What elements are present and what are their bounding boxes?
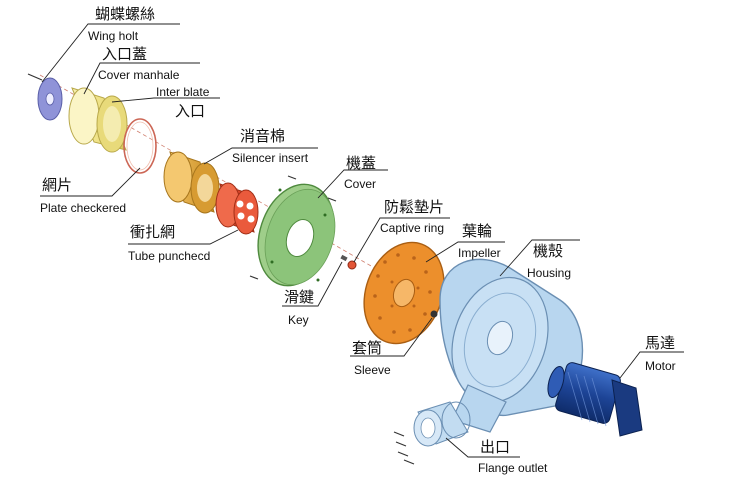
leader-wing-bolt [41, 23, 180, 83]
label-wing-bolt-zh: 蝴蝶螺絲 [95, 5, 156, 23]
label-tube-punched-en: Tube punchecd [128, 249, 211, 263]
label-housing-zh: 機殼 [533, 242, 564, 260]
label-silencer-insert-zh: 消音棉 [240, 127, 286, 145]
label-flange-outlet-en: Flange outlet [478, 461, 548, 475]
cover-screws [249, 175, 337, 280]
silencer-insert-part [163, 151, 220, 214]
sleeve-part [430, 310, 438, 318]
cover-manhole-part [68, 87, 128, 153]
leader-plate-checkered [40, 167, 141, 197]
leader-impeller [425, 241, 505, 263]
leader-tube-punched [128, 229, 239, 245]
label-impeller-zh: 葉輪 [462, 222, 493, 240]
label-key-en: Key [288, 313, 309, 327]
cover-part [257, 183, 336, 287]
label-cover-zh: 機蓋 [346, 154, 377, 172]
leader-key [282, 261, 343, 307]
label-inter-plate-zh: 入口 [175, 102, 206, 120]
wing-bolt-part [27, 73, 63, 121]
label-motor-en: Motor [645, 359, 676, 373]
label-cover-en: Cover [344, 177, 377, 191]
key-part [340, 254, 357, 270]
leader-silencer-insert [203, 147, 318, 165]
leader-cover-manhole [83, 62, 200, 95]
label-motor-zh: 馬達 [645, 334, 676, 352]
impeller-part [363, 241, 445, 345]
leader-housing [499, 239, 580, 277]
label-plate-checkered-en: Plate checkered [40, 201, 127, 215]
leader-sleeve [350, 317, 433, 357]
label-flange-outlet-zh: 出口 [480, 438, 511, 456]
label-key-zh: 滑鍵 [284, 288, 315, 306]
label-silencer-insert-en: Silencer insert [232, 151, 309, 165]
housing-part [439, 258, 584, 433]
label-wing-bolt-en: Wing holt [88, 29, 139, 43]
label-sleeve-en: Sleeve [354, 363, 391, 377]
leader-motor [619, 351, 684, 379]
label-captive-ring-en: Captive ring [380, 221, 445, 235]
leader-cover [317, 169, 388, 199]
label-inter-plate-en: Inter blate [156, 85, 210, 99]
label-impeller-en: Impeller [458, 246, 501, 260]
label-tube-punched-zh: 衝扎網 [130, 223, 176, 241]
leader-flange-outlet [445, 437, 520, 458]
tube-punched-part [215, 182, 259, 235]
leader-captive-ring [353, 217, 450, 263]
leader-inter-plate [111, 97, 220, 103]
label-sleeve-zh: 套筒 [352, 339, 383, 357]
label-housing-en: Housing [527, 266, 572, 280]
label-cover-manhole-en: Cover manhale [98, 68, 180, 82]
motor-part [547, 362, 643, 437]
label-cover-manhole-zh: 入口蓋 [102, 45, 148, 63]
leader-lines [40, 23, 684, 458]
label-plate-checkered-zh: 網片 [42, 176, 73, 194]
flange-outlet-part [393, 401, 471, 465]
label-captive-ring-zh: 防鬆墊片 [384, 198, 445, 216]
inter-plate-part [123, 118, 157, 174]
